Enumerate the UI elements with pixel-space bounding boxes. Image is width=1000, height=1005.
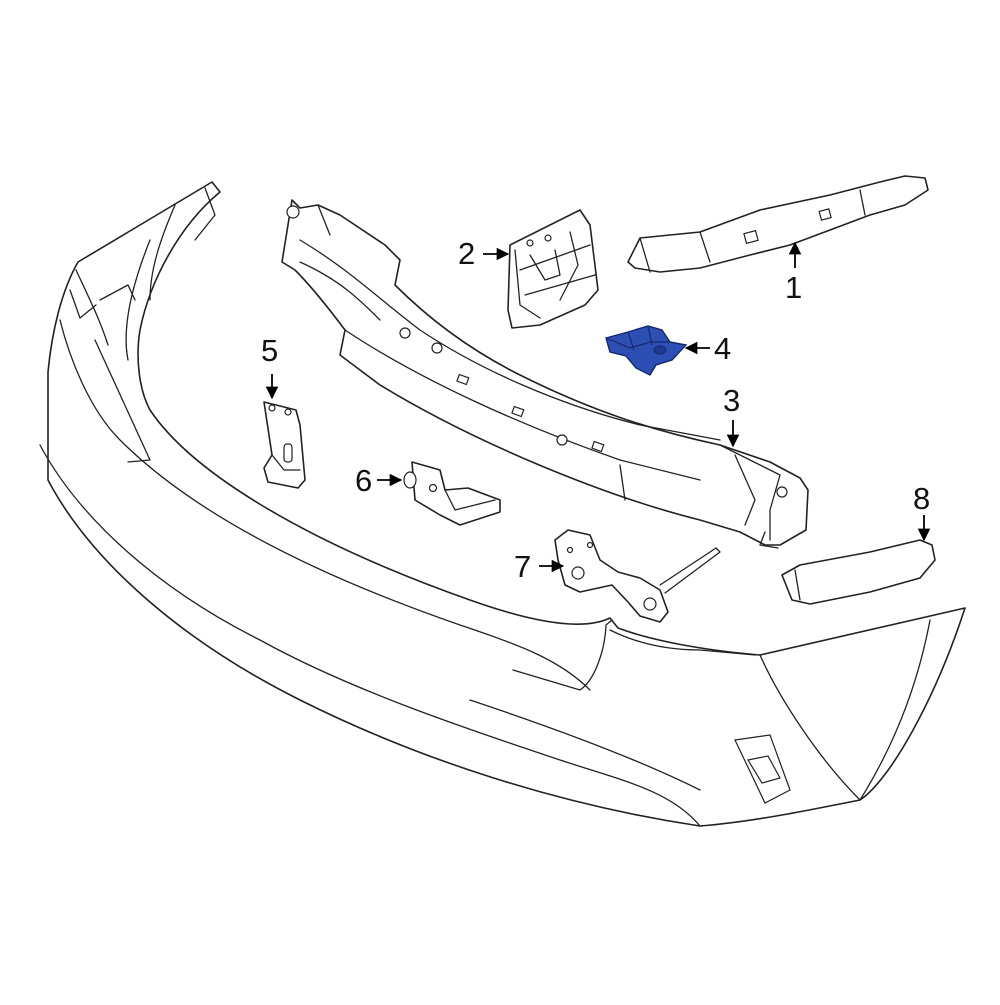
callout-6: 6 <box>355 463 372 498</box>
callout-1: 1 <box>785 270 802 305</box>
part-6-bracket <box>403 461 501 526</box>
callout-3: 3 <box>723 383 740 418</box>
callout-8: 8 <box>913 481 930 516</box>
part-5-bracket <box>263 401 306 489</box>
leader-lines <box>265 241 931 573</box>
callout-4: 4 <box>714 331 731 366</box>
callout-labels: 1 2 3 4 5 6 7 8 <box>261 236 930 584</box>
part-4-shape <box>605 325 688 376</box>
part-3-impact-bar <box>281 199 809 549</box>
part-1-side-bracket <box>627 175 929 273</box>
callout-5: 5 <box>261 333 278 368</box>
part-7-bracket <box>554 529 721 623</box>
callout-7: 7 <box>514 549 531 584</box>
part-2-bracket <box>507 209 599 329</box>
bumper-cover <box>39 181 966 827</box>
part-8-molding <box>781 539 936 605</box>
callout-2: 2 <box>458 236 475 271</box>
part-4-highlighted-bracket <box>605 325 688 376</box>
